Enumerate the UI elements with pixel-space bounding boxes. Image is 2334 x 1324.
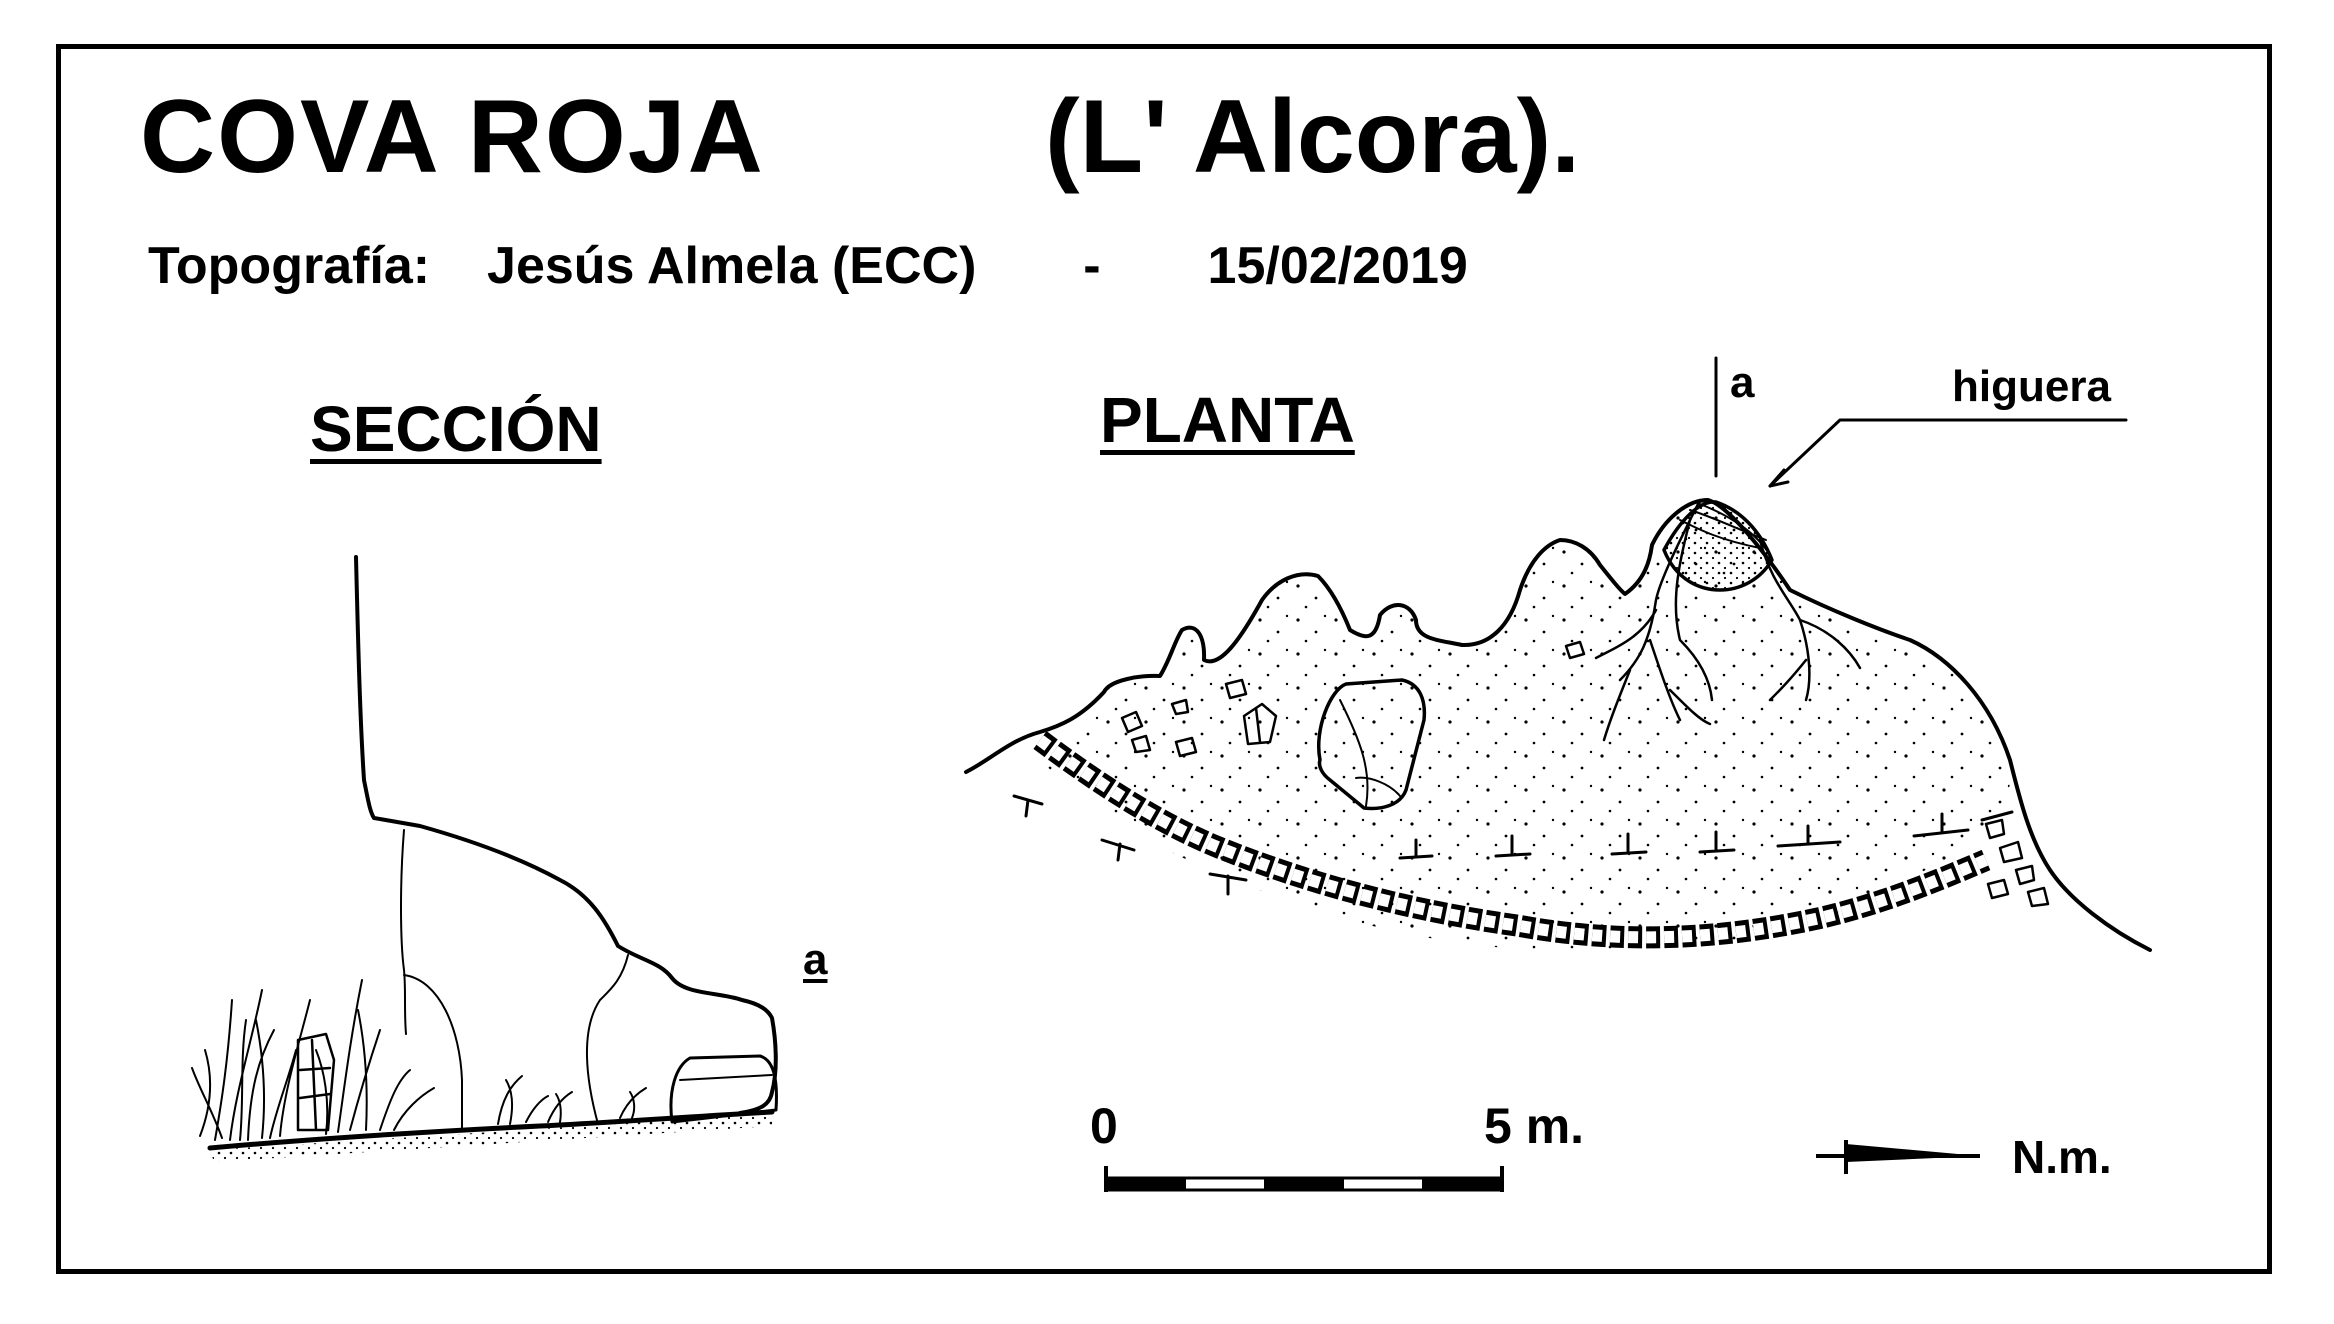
section-profile [191,555,778,1162]
plan-large-block [1317,678,1427,811]
section-cairn [296,1032,336,1132]
cave-name-title: COVA ROJA [140,79,765,195]
credits-author: Jesús Almela (ECC) [487,237,977,295]
section-ground-fill [210,1114,772,1162]
section-wall-outline [354,555,778,1115]
plan-stones [1120,640,2050,908]
credits-line: Topografía: Jesús Almela (ECC) - 15/02/2… [148,236,1468,296]
section-marker-a: a [803,935,828,984]
cave-place-title: (L' Alcora). [1045,79,1581,195]
scale-start-label: 0 [1090,1098,1118,1154]
fig-tree-leader [1768,418,2128,488]
north-label: N.m. [2012,1131,2112,1183]
plan-view [964,356,2152,952]
plan-heading: PLANTA [1100,384,1355,456]
credits-label: Topografía: [148,237,431,295]
credits-date: 15/02/2019 [1207,237,1468,295]
plan-dripline [1012,794,2014,896]
plan-cave-outline [964,498,2152,952]
scale-end-label: 5 m. [1484,1098,1585,1154]
plan-marker-a: a [1730,358,1755,407]
section-ground-line [207,1109,775,1151]
credits-separator: - [1083,237,1101,295]
map-frame [56,44,2272,1274]
fig-tree-label: higuera [1952,362,2111,411]
north-arrow-icon [1816,1140,1980,1174]
scale-bar [1104,1166,1504,1192]
plan-floor-fill [1040,500,2011,952]
section-boulder [669,1054,778,1124]
section-heading: SECCIÓN [310,393,602,465]
section-grass [191,979,647,1141]
